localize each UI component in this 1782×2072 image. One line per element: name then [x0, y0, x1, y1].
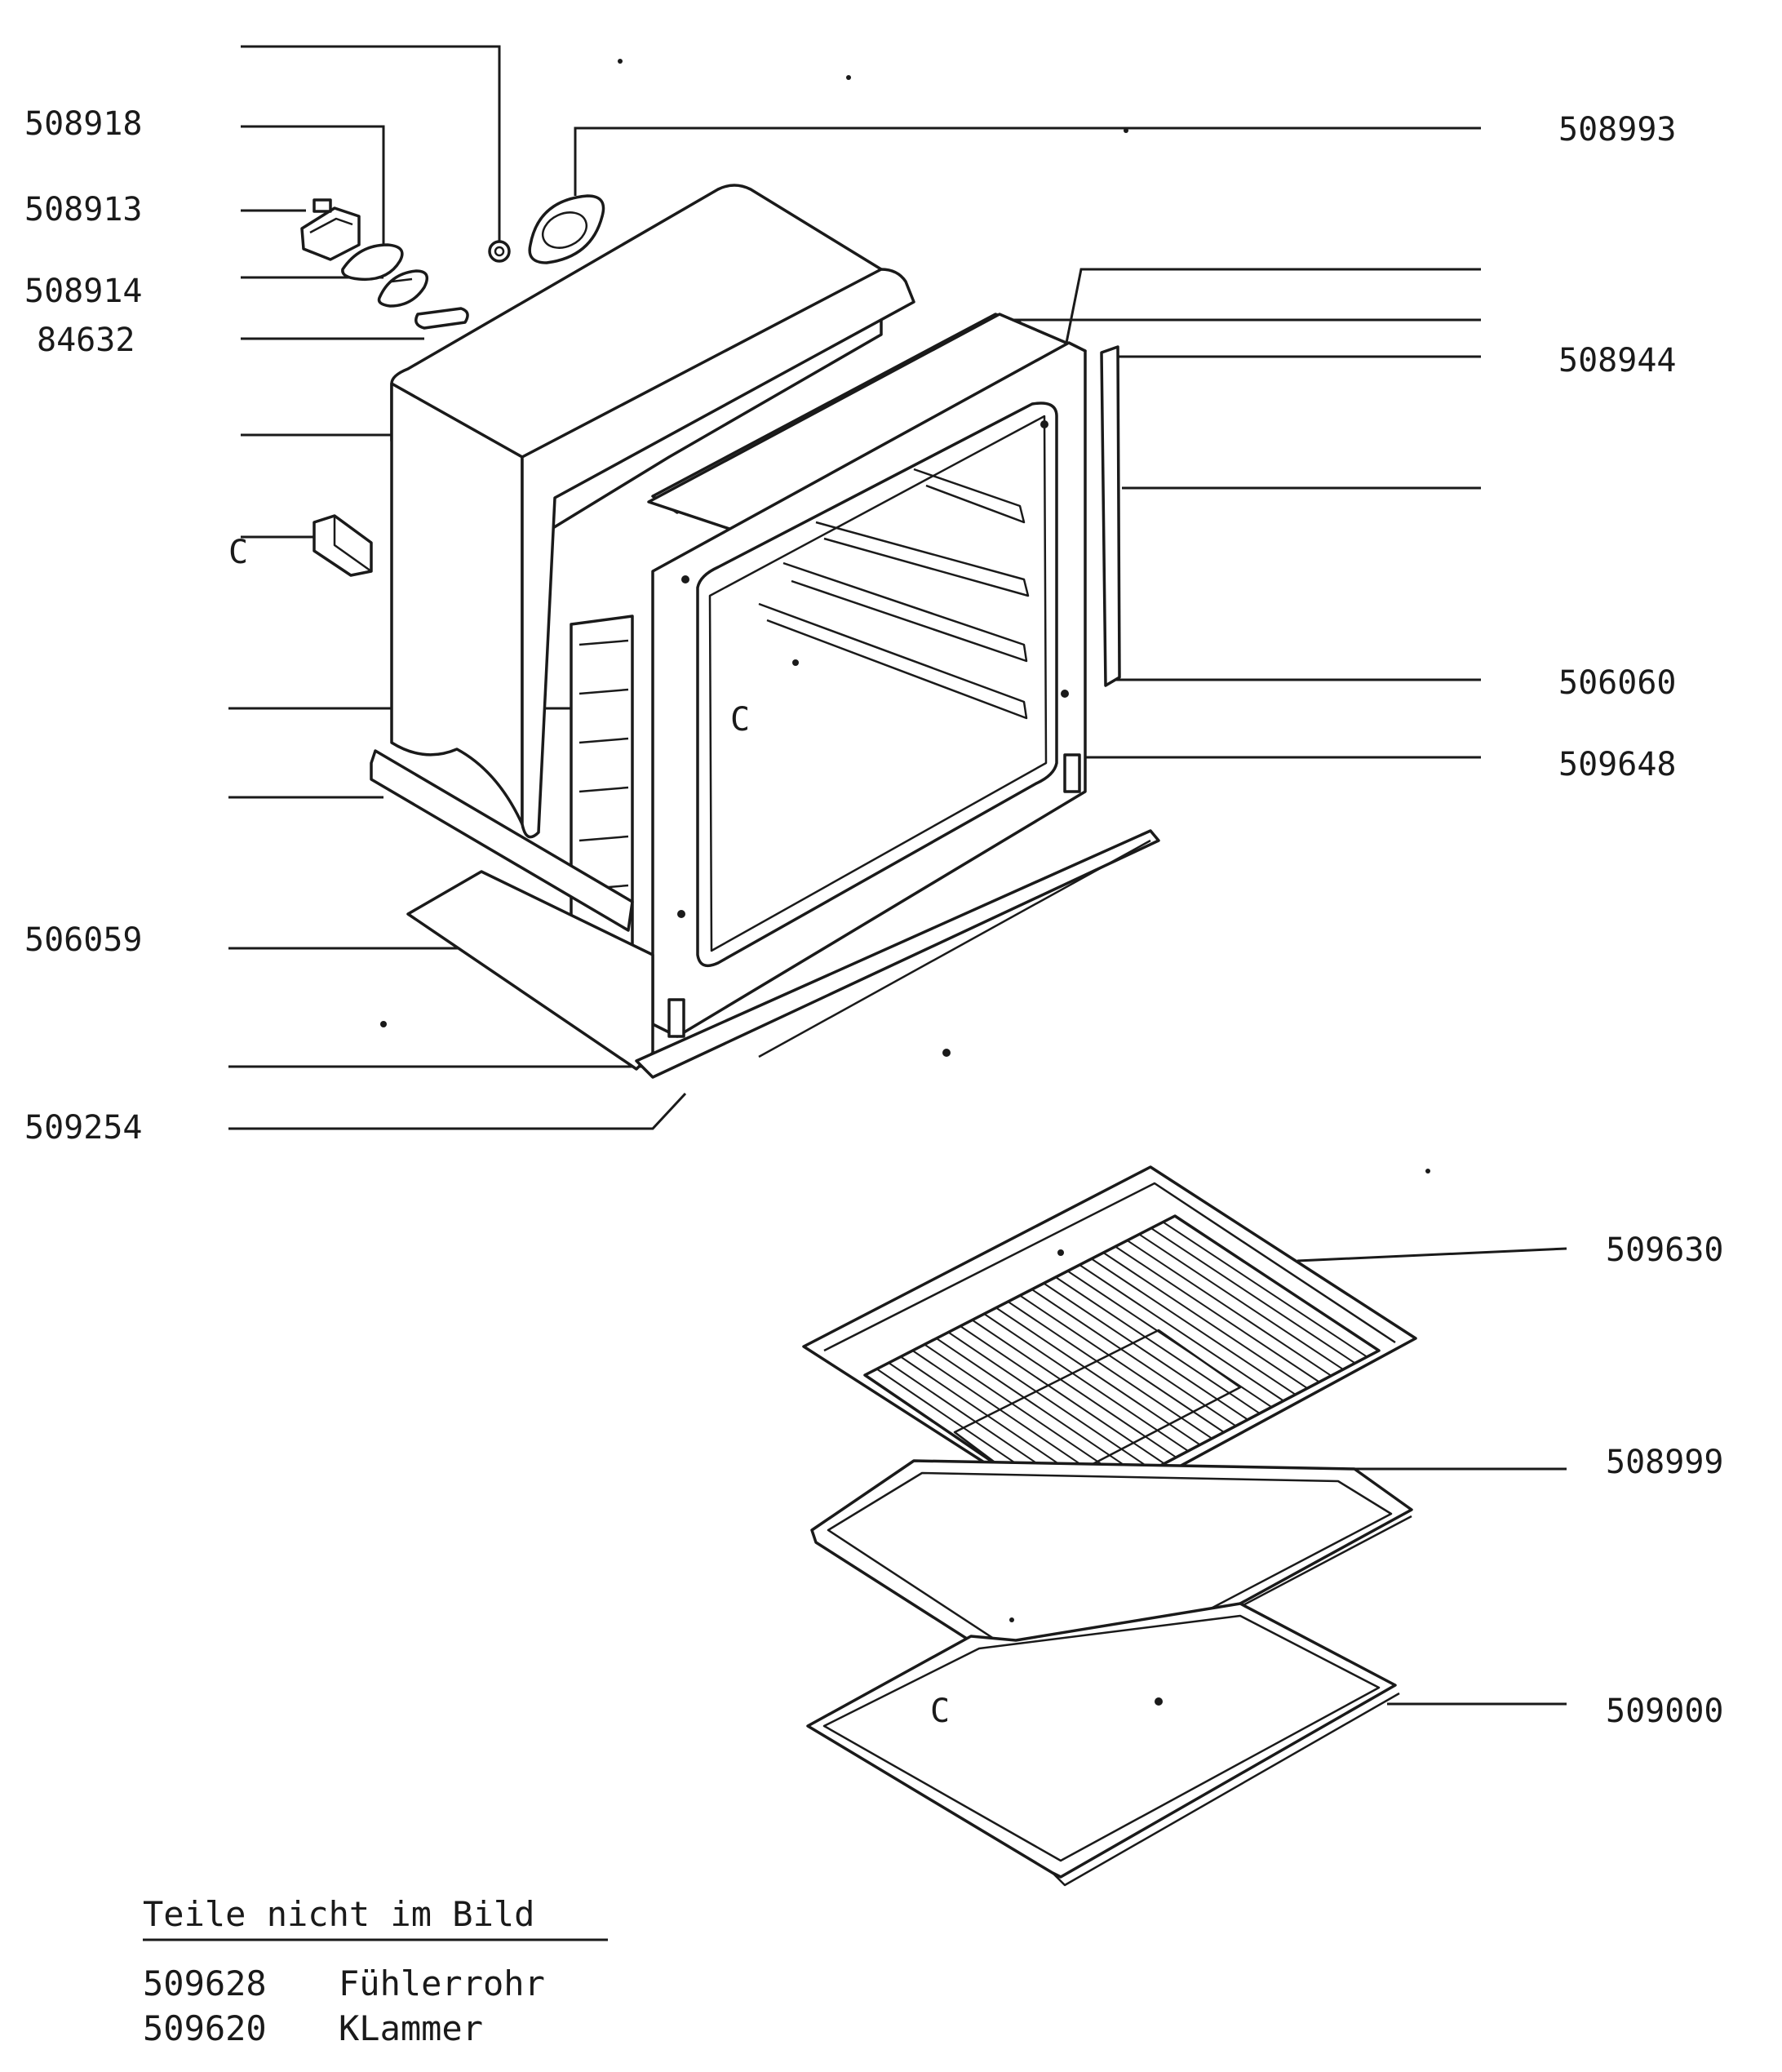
shelf-2	[815, 521, 1030, 597]
lamp-508993	[528, 194, 605, 264]
part-labels: 508918 508913 508914 84632 C 506059 5092…	[24, 105, 1724, 1730]
gasket-rod	[1100, 345, 1121, 687]
rod-84632	[414, 307, 469, 330]
shelf-3	[782, 561, 1028, 663]
note-number-1: 509628	[143, 1963, 267, 2003]
label-508913: 508913	[24, 191, 143, 228]
base-trim	[370, 749, 634, 932]
label-508918: 508918	[24, 105, 143, 143]
scan-specks	[380, 59, 1430, 1622]
shelf-4	[758, 602, 1028, 720]
label-509000: 509000	[1606, 1693, 1724, 1730]
cavity-mark: C	[730, 701, 750, 739]
leader-lines-right	[574, 126, 1567, 1706]
oven-cavity: C	[370, 184, 1160, 1079]
leader-top-screw	[241, 45, 501, 241]
leader-508918	[241, 125, 385, 253]
label-509254: 509254	[24, 1109, 143, 1147]
bottom-tray	[406, 870, 654, 1071]
deep-tray-509000: C	[806, 1602, 1400, 1887]
not-pictured-notes: Teile nicht im Bild 509628 Fühlerrohr 50…	[143, 1894, 608, 2048]
switch-508913	[300, 198, 361, 261]
label-stray-c: C	[228, 534, 248, 571]
hinge-block	[313, 514, 373, 577]
label-506060: 506060	[1558, 664, 1677, 702]
rear-ring	[521, 268, 915, 839]
bottom-floor	[635, 829, 1160, 1079]
label-509648: 509648	[1558, 746, 1677, 783]
label-508999: 508999	[1606, 1444, 1724, 1481]
screw-top	[488, 240, 511, 263]
front-opening	[696, 402, 1058, 968]
label-508944: 508944	[1558, 342, 1677, 379]
bezel-508918	[341, 243, 404, 282]
note-number-2: 509620	[143, 2008, 267, 2048]
note-name-2: KLammer	[339, 2008, 483, 2048]
label-506059: 506059	[24, 921, 143, 959]
label-508914: 508914	[24, 273, 143, 310]
small-parts	[300, 194, 605, 577]
leader-508993	[574, 126, 1481, 196]
leader-509630	[1297, 1247, 1567, 1262]
tray-mark: C	[930, 1693, 950, 1730]
note-name-1: Fühlerrohr	[339, 1963, 545, 2003]
leader-top-1	[1063, 268, 1481, 352]
side-panel	[390, 382, 524, 826]
shelf-1	[913, 468, 1026, 524]
label-84632: 84632	[37, 322, 135, 359]
rack-bars	[864, 1215, 1380, 1515]
label-508993: 508993	[1558, 111, 1677, 149]
notes-heading: Teile nicht im Bild	[143, 1894, 534, 1934]
leader-509254	[228, 1092, 687, 1130]
knob-508914	[377, 269, 429, 308]
label-509630: 509630	[1606, 1231, 1724, 1269]
